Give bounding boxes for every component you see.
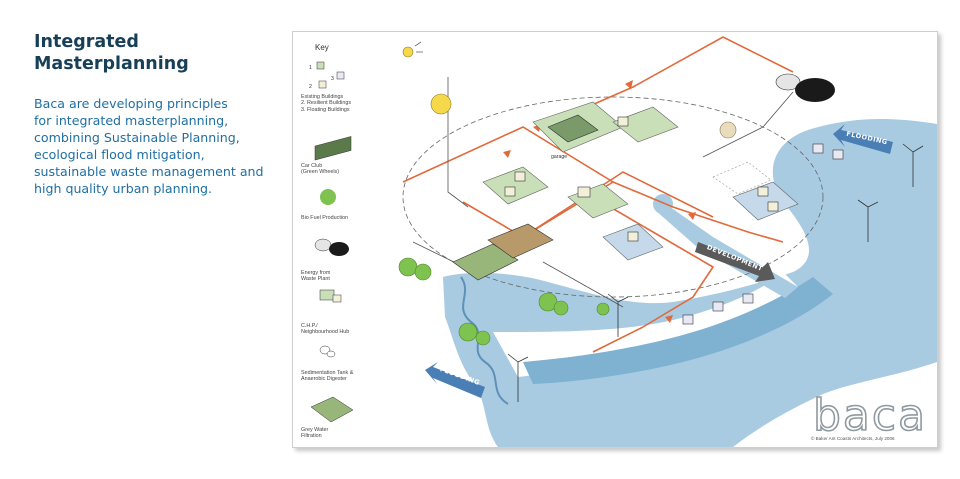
wind-turbines (507, 143, 924, 402)
heading-line-2: Masterplanning (34, 54, 189, 74)
garage-label: garage (551, 154, 568, 160)
energy-from-waste-plant (775, 73, 835, 102)
masterplan-boundary (402, 96, 824, 298)
heading-line-1: Integrated (34, 32, 139, 52)
legend-car-club-label: Car Club (Green Wheels) (301, 163, 340, 176)
floating-houses (682, 143, 844, 325)
masterplan-diagram: FLOODING FLOODING DEVELOPMENT garage Key… (292, 31, 938, 448)
flooding-arrow-left (425, 362, 485, 398)
intro-line-5: sustainable waste management and (34, 164, 264, 179)
baca-logo: baca (812, 389, 928, 442)
houses (504, 116, 779, 242)
legend-building-number-2: 2 (309, 84, 312, 90)
legend-energy-icon (314, 238, 349, 256)
legend-building-number-1: 1 (309, 65, 312, 71)
flooding-arrow-right (833, 124, 893, 154)
plot-blue-center (602, 223, 664, 261)
legend-bio-fuel-label: Bio Fuel Production (301, 215, 349, 221)
legend-key: Key 1 2 3 Existing Buildings (293, 32, 379, 447)
legend-chp-icon (319, 289, 342, 303)
legend-building-number-3: 3 (331, 76, 334, 82)
intro-line-6: high quality urban planning. (34, 181, 213, 196)
intro-line-4: ecological flood mitigation, (34, 147, 205, 162)
legend-energy-label: Energy from Waste Plant (301, 270, 331, 283)
field-brown (487, 223, 554, 259)
legend-sedimentation-icon (319, 345, 336, 358)
intro-line-2: for integrated masterplanning, (34, 113, 229, 128)
legend-reed-beds-label: Grey Water Filtration (301, 427, 329, 440)
development-arrow (695, 242, 775, 282)
intro-line-3: combining Sustainable Planning, (34, 130, 240, 145)
recycling-icon (719, 121, 737, 139)
sun-icon (402, 41, 423, 58)
plot-green-right (712, 161, 772, 195)
legend-title: Key (315, 43, 329, 52)
legend-buildings-label: Existing Buildings 2. Resilient Building… (301, 94, 352, 113)
plot-left (482, 166, 549, 205)
legend-icons (310, 61, 354, 423)
legend-buildings-icon (316, 61, 345, 89)
intro-line-1: Baca are developing principles (34, 96, 228, 111)
legend-car-club-icon (314, 136, 352, 161)
field-green (452, 243, 519, 281)
page-heading: Integrated Masterplanning (34, 31, 274, 75)
legend-sedimentation-label: Sedimentation Tank & Anaerobic Digester (301, 370, 354, 383)
legend-bio-fuel-icon (320, 189, 336, 205)
flow-network (402, 36, 794, 353)
intro-paragraph: Baca are developing principles for integ… (34, 95, 274, 197)
trees (398, 93, 610, 346)
plot-top-right (612, 106, 679, 143)
masterplan-illustration (398, 36, 937, 447)
river-bank (493, 272, 803, 377)
deep-channel (523, 277, 833, 384)
copyright-note: © Baker Ant Coasts Architects, July 2006 (811, 436, 895, 441)
plot-top-center (532, 101, 624, 153)
legend-chp-label: C.H.P./ Neighbourhood Hub (301, 323, 350, 336)
legend-reed-beds-icon (310, 396, 354, 423)
